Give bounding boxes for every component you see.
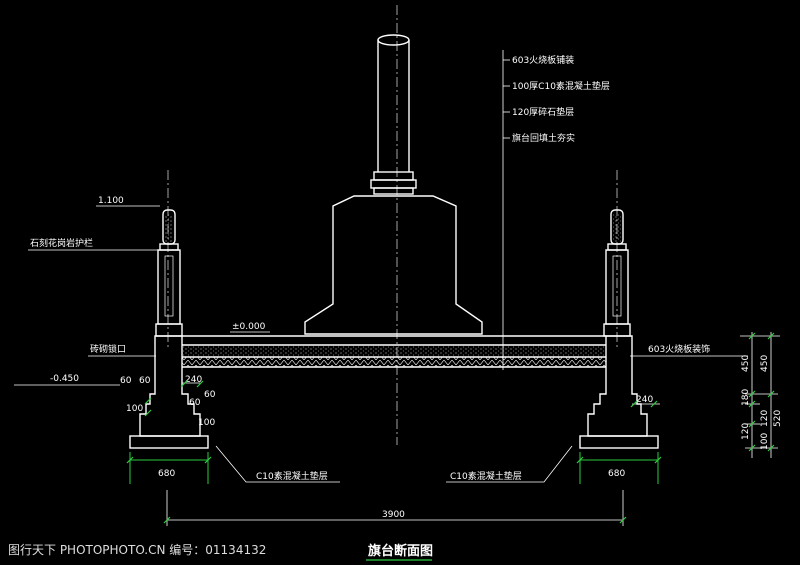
label-coping: 砖砌锁口: [90, 343, 126, 355]
total-width-dimension: [163, 490, 627, 526]
left-railing-post: [155, 209, 183, 337]
dim-v-100: 100: [760, 433, 770, 450]
label-top-layer: 603火烧板铺装: [512, 54, 574, 66]
dim-v-120a: 120: [760, 410, 770, 427]
dim-left-240: 240: [185, 375, 202, 385]
label-right-base: C10素混凝土垫层: [450, 470, 522, 482]
label-elevation-zero: ±0.000: [232, 322, 266, 332]
dim-v-520: 520: [773, 410, 783, 427]
right-railing-post: [603, 209, 631, 337]
platform-section: [182, 335, 606, 368]
label-railing: 石刻花岗岩护栏: [30, 237, 93, 249]
dim-left-60d: 60: [189, 398, 201, 408]
dim-v-120b: 120: [741, 423, 751, 440]
label-right-finish: 603火烧板装饰: [648, 343, 710, 355]
dim-left-100a: 100: [126, 404, 143, 414]
flag-pedestal: [304, 195, 483, 335]
right-wall: [579, 335, 659, 449]
label-elevation-minus: -0.450: [50, 374, 79, 384]
left-wall: [129, 335, 209, 449]
dim-left-60a: 60: [120, 376, 132, 386]
label-left-base: C10素混凝土垫层: [256, 470, 328, 482]
flagpole: [370, 34, 417, 195]
dim-left-100b: 100: [198, 418, 215, 428]
dim-left-680: 680: [158, 469, 175, 479]
label-gravel: 120厚碎石垫层: [512, 106, 574, 118]
dim-right-240: 240: [636, 395, 653, 405]
watermark-text: 图行天下 PHOTOPHOTO.CN 编号：01134132: [8, 542, 266, 557]
vertical-dimensions: [740, 332, 780, 458]
label-railing-height: 1.100: [98, 196, 124, 206]
label-backfill: 旗台回填土夯实: [512, 132, 575, 144]
dim-v-180: 180: [741, 389, 751, 406]
dim-left-60c: 60: [204, 390, 216, 400]
label-c10-cushion: 100厚C10素混凝土垫层: [512, 80, 610, 92]
dim-v-450a: 450: [741, 355, 751, 372]
dim-left-60b: 60: [139, 376, 151, 386]
dim-v-450b: 450: [760, 355, 770, 372]
drawing-title: 旗台断面图: [368, 543, 433, 559]
dim-right-680: 680: [608, 469, 625, 479]
dim-total-width: 3900: [382, 510, 405, 520]
